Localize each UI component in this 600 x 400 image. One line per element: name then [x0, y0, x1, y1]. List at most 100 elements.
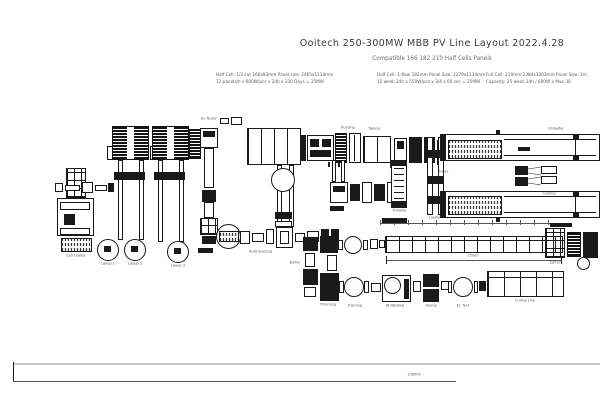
- rotary-table: [577, 257, 590, 270]
- machine-label: Layup 3: [171, 263, 185, 268]
- rotary-table: [344, 236, 362, 254]
- machine-station: [320, 236, 338, 253]
- machine-label: Trimming: [319, 302, 337, 307]
- machine-part: [219, 231, 239, 242]
- machine-part: [448, 281, 452, 293]
- info-block-3: Full Cell: 210mm 2384x1303mm Panel Size:…: [486, 72, 587, 85]
- cooling-conveyor: [504, 196, 596, 213]
- stringer-rail: [139, 160, 144, 240]
- conveyor-segment: [240, 231, 250, 244]
- machine-part: [374, 184, 385, 201]
- machine-part: [427, 196, 444, 204]
- conveyor-segment: [252, 233, 264, 242]
- machine-part: [338, 240, 343, 250]
- machine-part: [409, 137, 422, 163]
- transfer-fan-lines: [528, 166, 542, 186]
- dimension-ticks: [380, 220, 560, 225]
- machine-part: [427, 176, 444, 184]
- machine-station: [349, 133, 361, 163]
- info-line: 12 panels/h x 600W/pcs x 24h x 330 Days …: [216, 79, 324, 84]
- machine-part: [573, 134, 579, 140]
- conveyor-vertical: [327, 255, 337, 271]
- conveyor-segment: [370, 239, 378, 249]
- machine-station: [583, 232, 598, 258]
- machine-part: [310, 139, 319, 147]
- stringer-rail: [118, 160, 123, 240]
- machine-label: Sorter: [549, 260, 561, 265]
- machine-part: [573, 191, 579, 197]
- machine-label: Taping: [368, 126, 380, 131]
- machine-part: [280, 231, 289, 244]
- conveyor-vertical: [204, 202, 214, 218]
- conveyor-segment: [65, 185, 80, 191]
- info-line: Full Cell: 210mm 2384x1303mm Panel Size:…: [486, 72, 587, 78]
- rotary-table: [271, 168, 295, 192]
- info-block-1: Half Cell: 1/3 cut 166x83mm Panel size: …: [216, 72, 333, 85]
- machine-part: [60, 202, 90, 210]
- machine-part: [107, 146, 113, 160]
- curing-conveyor: [487, 271, 564, 297]
- machine-part: [386, 240, 562, 241]
- machine-part: [541, 176, 557, 184]
- machine-part: [575, 134, 576, 161]
- machine-part: [354, 135, 355, 161]
- machine-label: Auto Bussing: [249, 249, 272, 254]
- machine-part: [339, 281, 344, 293]
- machine-part: [488, 277, 563, 278]
- page-title: Ooitech 250-300MW MBB PV Line Layout 202…: [299, 38, 565, 49]
- info-line: 12 week 24h x 550W/pcs x 3/4 x 60 sec = …: [377, 79, 481, 84]
- machine-part: [573, 212, 579, 218]
- machine-part: [423, 274, 439, 287]
- machine-label: Unloader: [548, 126, 564, 131]
- machine-label: Layup 2: [128, 261, 142, 266]
- machine-label: EL Tester: [201, 116, 217, 121]
- info-line: Capacity: 25 week 24h / 600W x Max 30: [486, 79, 571, 84]
- machine-oven: [247, 128, 301, 165]
- machine-part: [114, 172, 145, 180]
- conveyor-segment: [371, 283, 381, 292]
- machine-station: [362, 182, 372, 203]
- machine-part: [303, 269, 318, 285]
- machine-label: Transfer: [392, 208, 407, 213]
- info-line: Half Cell: 1/3 cut 166x83mm Panel size: …: [216, 72, 334, 78]
- machine-part: [301, 135, 306, 161]
- rotary-table: [344, 277, 364, 297]
- rotary-table: [384, 277, 401, 294]
- machine-part: [303, 237, 318, 251]
- machine-part: [202, 190, 216, 202]
- dimension-line: [386, 260, 562, 261]
- machine-part: [541, 166, 557, 174]
- machine-part: [220, 118, 229, 124]
- machine-part: [202, 236, 216, 244]
- machine-part: [363, 240, 368, 250]
- machine-station: [567, 232, 581, 257]
- conveyor-vertical: [305, 253, 315, 267]
- long-conveyor: [385, 236, 563, 253]
- machine-part: [423, 289, 439, 302]
- conveyor-segment: [108, 183, 114, 192]
- machine-part: [518, 147, 530, 151]
- machine-label: EL Test: [456, 303, 470, 308]
- machine-part: [203, 131, 215, 137]
- machine-label: Cell Loader: [66, 253, 86, 258]
- conveyor-segment: [82, 182, 93, 193]
- machine-part: [127, 127, 134, 159]
- machine-part: [440, 134, 446, 161]
- machine-label: Bussing: [341, 125, 355, 130]
- machine-part: [391, 160, 407, 166]
- machine-label: JB Welding: [385, 303, 405, 308]
- machine-label: Layup 1: [101, 261, 115, 266]
- dimension-text: 25000: [460, 254, 486, 258]
- machine-part: [154, 172, 185, 180]
- stringer-rail: [341, 160, 345, 182]
- machine-part: [397, 141, 404, 149]
- machine-el-tester: [200, 218, 218, 235]
- machine-label: Curing Line: [515, 298, 535, 303]
- machine-part: [275, 212, 292, 219]
- machine-sorter: [545, 228, 565, 258]
- conveyor-segment: [55, 183, 63, 192]
- machine-flipper: [515, 177, 528, 186]
- machine-label: Framing: [347, 303, 363, 308]
- label-smudge: [382, 218, 407, 223]
- machine-label: Cooling: [542, 191, 556, 196]
